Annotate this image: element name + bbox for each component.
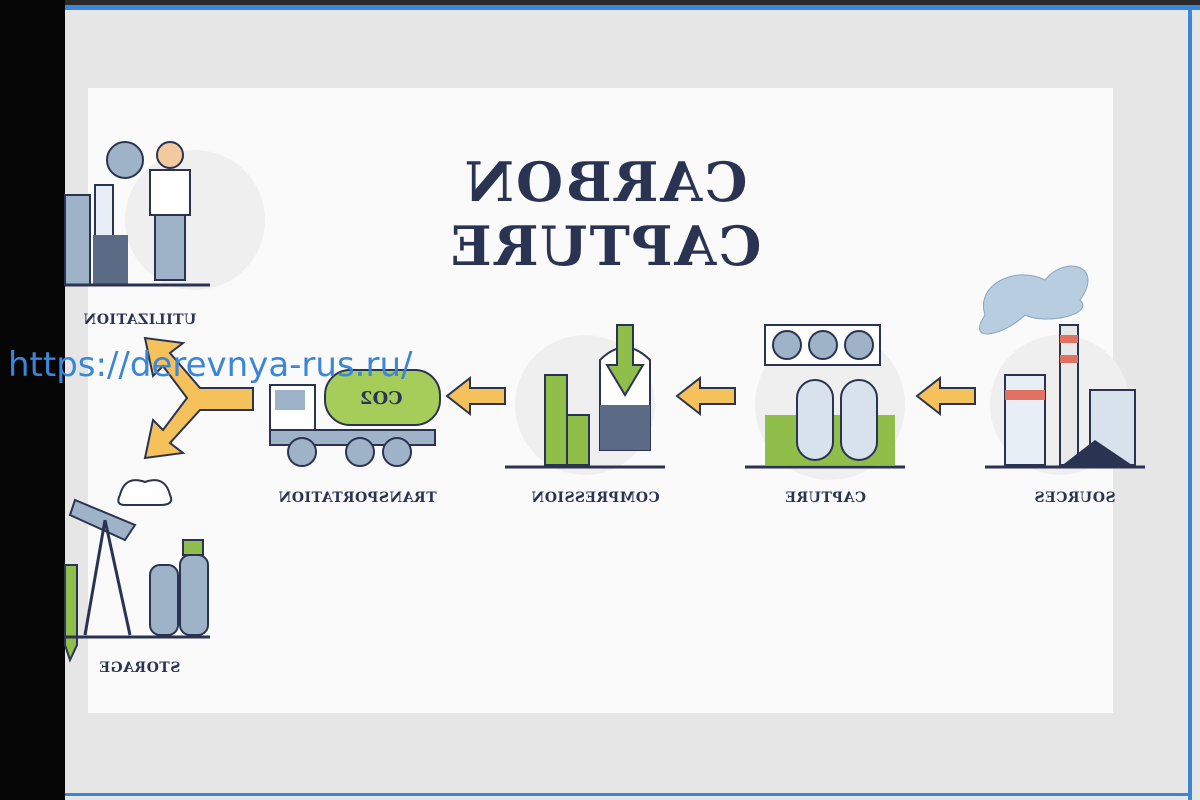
capture-filter-icon — [745, 324, 905, 480]
split-arrow-icon — [143, 336, 254, 460]
watermark-url: https://derevnya-rus.ru/ — [8, 345, 413, 385]
arrow-left-icon — [445, 375, 506, 417]
stage-label-capture: CAPTURE — [784, 490, 866, 506]
stage-label-storage: STORAGE — [99, 660, 181, 676]
frame-border-right — [1188, 5, 1192, 800]
compression-tank-icon — [505, 324, 665, 475]
truck-tank-label: CO2 — [360, 388, 403, 409]
stage-label-transportation: TRANSPORTATION — [278, 490, 437, 506]
arrow-left-icon — [675, 375, 736, 417]
stage-label-sources: SOURCES — [1034, 490, 1116, 506]
stage-label-compression: COMPRESSION — [530, 490, 660, 506]
arrow-left-icon — [915, 375, 976, 417]
black-strip — [0, 0, 65, 800]
transport-truck-icon — [269, 369, 441, 467]
storage-pumpjack-icon — [64, 479, 210, 663]
top-bar — [65, 0, 1200, 5]
utilization-worker-icon — [64, 141, 265, 290]
stage-label-utilization: UTILIZATION — [83, 312, 197, 328]
frame-border-top — [65, 5, 1200, 10]
infographic-title: CARBON CAPTURE — [448, 150, 762, 278]
frame-border-bottom — [65, 793, 1190, 796]
sources-factory-icon — [979, 265, 1145, 475]
